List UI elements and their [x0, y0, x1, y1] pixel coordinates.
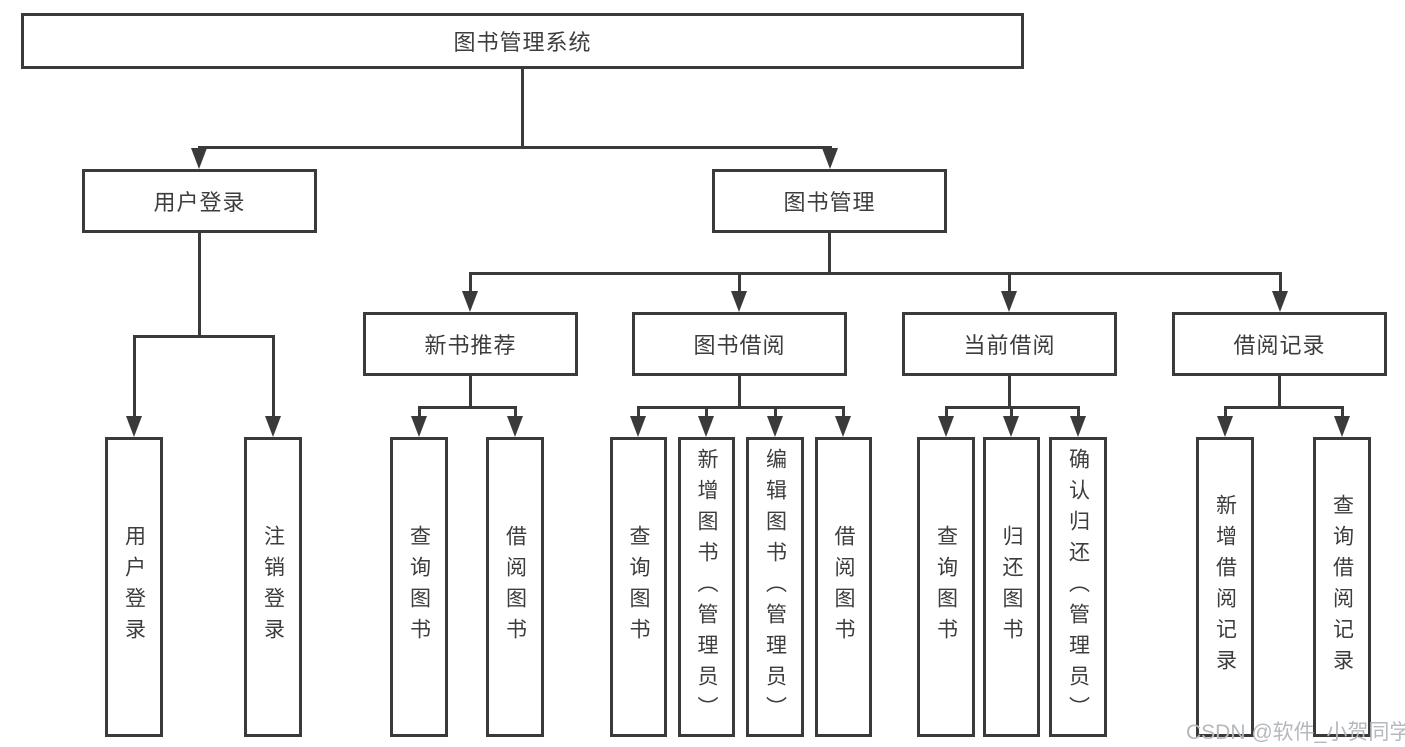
leaf-logout-label: 注销登录: [261, 525, 285, 649]
connector-recommend-drop1: [418, 408, 421, 418]
connector-bookmgmt-drop1: [469, 274, 472, 294]
node-root: 图书管理系统: [21, 13, 1024, 69]
arrow-down-icon: [835, 416, 851, 437]
connector-current-drop2: [1010, 408, 1013, 418]
leaf-user-login-label: 用户登录: [122, 525, 146, 649]
connector-bookmgmt-drop4: [1279, 274, 1282, 294]
leaf-recommend-borrow-books-label: 借阅图书: [503, 525, 527, 649]
connector-records-stem: [1278, 375, 1281, 409]
leaf-current-confirm-return-admin-label: 确认归还（管理员）: [1066, 447, 1090, 727]
connector-recommend-bus: [418, 406, 517, 409]
connector-borrow-drop1: [637, 408, 640, 418]
arrow-down-icon: [731, 291, 747, 312]
connector-borrow-bus: [637, 406, 845, 409]
node-current-borrow: 当前借阅: [902, 312, 1117, 376]
arrow-down-icon: [698, 416, 714, 437]
connector-records-drop1: [1224, 408, 1227, 418]
connector-bookmgmt-stem: [828, 232, 831, 275]
connector-bookmgmt-bus: [469, 272, 1282, 275]
arrow-down-icon: [938, 416, 954, 437]
leaf-borrow-borrow-books: 借阅图书: [815, 437, 872, 737]
node-book-management: 图书管理: [712, 169, 947, 233]
arrow-down-icon: [265, 416, 281, 437]
arrow-down-icon: [411, 416, 427, 437]
arrow-down-icon: [191, 148, 207, 169]
node-book-borrow: 图书借阅: [632, 312, 847, 376]
leaf-records-add-record: 新增借阅记录: [1196, 437, 1254, 737]
leaf-recommend-query-books-label: 查询图书: [407, 525, 431, 649]
connector-records-bus: [1224, 406, 1344, 409]
node-root-label: 图书管理系统: [453, 30, 592, 55]
arrow-down-icon: [1070, 416, 1086, 437]
arrow-down-icon: [462, 291, 478, 312]
leaf-borrow-borrow-books-label: 借阅图书: [832, 525, 855, 649]
connector-borrow-drop2: [705, 408, 708, 418]
leaf-borrow-query-books: 查询图书: [610, 437, 667, 737]
connector-bookmgmt-drop3: [1008, 274, 1011, 294]
node-user-login: 用户登录: [82, 169, 317, 233]
connector-current-bus: [945, 406, 1080, 409]
leaf-records-add-record-label: 新增借阅记录: [1213, 494, 1237, 680]
arrow-down-icon: [1003, 416, 1019, 437]
arrow-down-icon: [1217, 416, 1233, 437]
arrow-down-icon: [507, 416, 523, 437]
arrow-down-icon: [126, 416, 142, 437]
leaf-records-query-record: 查询借阅记录: [1313, 437, 1371, 737]
node-book-management-label: 图书管理: [783, 190, 876, 215]
leaf-borrow-add-books-admin: 新增图书（管理员）: [678, 437, 735, 737]
connector-current-stem: [1008, 375, 1011, 409]
connector-borrow-stem: [738, 375, 741, 409]
arrow-down-icon: [767, 416, 783, 437]
node-new-book-recommend: 新书推荐: [363, 312, 578, 376]
connector-userlogin-drop1: [133, 336, 136, 418]
leaf-current-query-books-label: 查询图书: [934, 525, 958, 649]
connector-bookmgmt-drop2: [738, 274, 741, 294]
leaf-recommend-query-books: 查询图书: [390, 437, 448, 737]
leaf-borrow-add-books-admin-label: 新增图书（管理员）: [695, 447, 718, 727]
node-book-borrow-label: 图书借阅: [693, 333, 786, 358]
connector-userlogin-drop2: [272, 336, 275, 418]
leaf-records-query-record-label: 查询借阅记录: [1330, 494, 1354, 680]
connector-userlogin-bus: [133, 335, 275, 338]
leaf-user-login: 用户登录: [105, 437, 163, 737]
connector-current-drop3: [1077, 408, 1080, 418]
leaf-recommend-borrow-books: 借阅图书: [486, 437, 544, 737]
leaf-current-query-books: 查询图书: [917, 437, 975, 737]
arrow-down-icon: [630, 416, 646, 437]
node-user-login-label: 用户登录: [153, 190, 246, 215]
leaf-borrow-edit-books-admin-label: 编辑图书（管理员）: [763, 447, 787, 727]
node-borrow-records: 借阅记录: [1172, 312, 1387, 376]
leaf-logout: 注销登录: [244, 437, 302, 737]
connector-root-stem: [521, 68, 524, 148]
connector-recommend-drop2: [514, 408, 517, 418]
csdn-watermark: CSDN @软件_小贺同学: [1186, 721, 1405, 744]
leaf-current-return-books-label: 归还图书: [1000, 525, 1023, 649]
arrow-down-icon: [822, 148, 838, 169]
node-new-book-recommend-label: 新书推荐: [424, 333, 517, 358]
connector-userlogin-stem: [198, 232, 201, 337]
connector-current-drop1: [945, 408, 948, 418]
node-borrow-records-label: 借阅记录: [1233, 333, 1326, 358]
node-current-borrow-label: 当前借阅: [963, 333, 1056, 358]
arrow-down-icon: [1272, 291, 1288, 312]
arrow-down-icon: [1334, 416, 1350, 437]
arrow-down-icon: [1001, 291, 1017, 312]
leaf-current-confirm-return-admin: 确认归还（管理员）: [1049, 437, 1107, 737]
connector-recommend-stem: [469, 375, 472, 409]
connector-borrow-drop3: [774, 408, 777, 418]
leaf-borrow-edit-books-admin: 编辑图书（管理员）: [746, 437, 804, 737]
connector-records-drop2: [1341, 408, 1344, 418]
leaf-current-return-books: 归还图书: [983, 437, 1040, 737]
leaf-borrow-query-books-label: 查询图书: [627, 525, 650, 649]
connector-root-bus: [198, 146, 832, 149]
connector-borrow-drop4: [842, 408, 845, 418]
